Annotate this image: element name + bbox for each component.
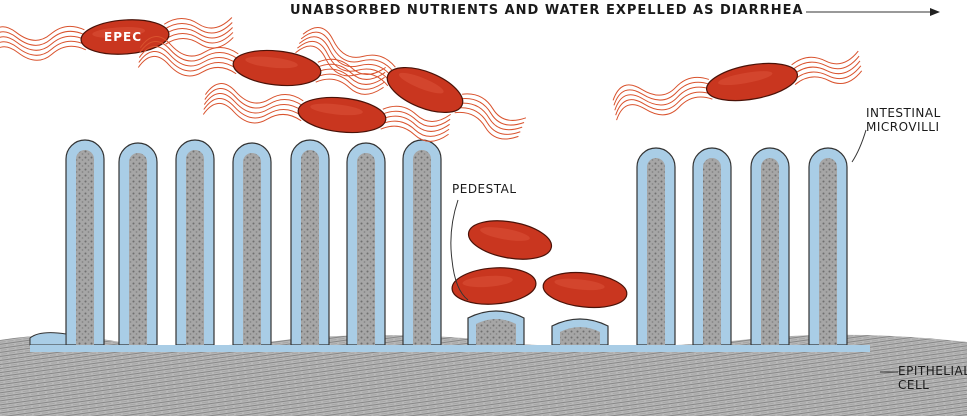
label-pointers bbox=[450, 8, 940, 373]
epec-label: EPEC bbox=[104, 30, 142, 44]
bacterium bbox=[0, 17, 234, 61]
diagram-title: UNABSORBED NUTRIENTS AND WATER EXPELLED … bbox=[290, 3, 804, 18]
pedestal-left bbox=[467, 310, 525, 346]
basal-membrane bbox=[30, 345, 870, 352]
microvillus bbox=[692, 147, 732, 346]
bacterium bbox=[295, 27, 527, 140]
microvillus bbox=[175, 139, 215, 346]
microvillus bbox=[808, 147, 848, 346]
pedestal-label: PEDESTAL bbox=[452, 182, 517, 196]
microvillus bbox=[232, 142, 272, 346]
bacterium bbox=[612, 50, 863, 121]
bacterium bbox=[202, 83, 451, 142]
microvillus bbox=[65, 139, 105, 346]
epithelial-label-line1: EPITHELIAL bbox=[898, 364, 967, 378]
epithelial-label-line2: CELL bbox=[898, 378, 930, 392]
arrow-head-icon bbox=[930, 8, 940, 16]
epec-bacteria bbox=[0, 17, 863, 309]
membrane-left bbox=[29, 332, 67, 346]
bacterium bbox=[542, 271, 628, 309]
intestinal-microvilli bbox=[29, 139, 870, 352]
microvilli-pointer bbox=[851, 129, 867, 163]
bacterium bbox=[467, 220, 553, 260]
microvillus bbox=[636, 147, 676, 346]
pedestal-right bbox=[551, 318, 609, 346]
bacterium bbox=[137, 36, 386, 95]
microvillus bbox=[402, 139, 442, 346]
microvillus bbox=[290, 139, 330, 346]
epithelial-cell bbox=[0, 334, 967, 416]
microvillus bbox=[346, 142, 386, 346]
microvilli-label-line1: INTESTINAL bbox=[866, 106, 941, 120]
bacterium bbox=[451, 267, 537, 305]
pedestal-pointer bbox=[450, 199, 469, 301]
microvillus bbox=[118, 142, 158, 346]
microvillus bbox=[750, 147, 790, 346]
microvilli-label-line2: MICROVILLI bbox=[866, 120, 940, 134]
